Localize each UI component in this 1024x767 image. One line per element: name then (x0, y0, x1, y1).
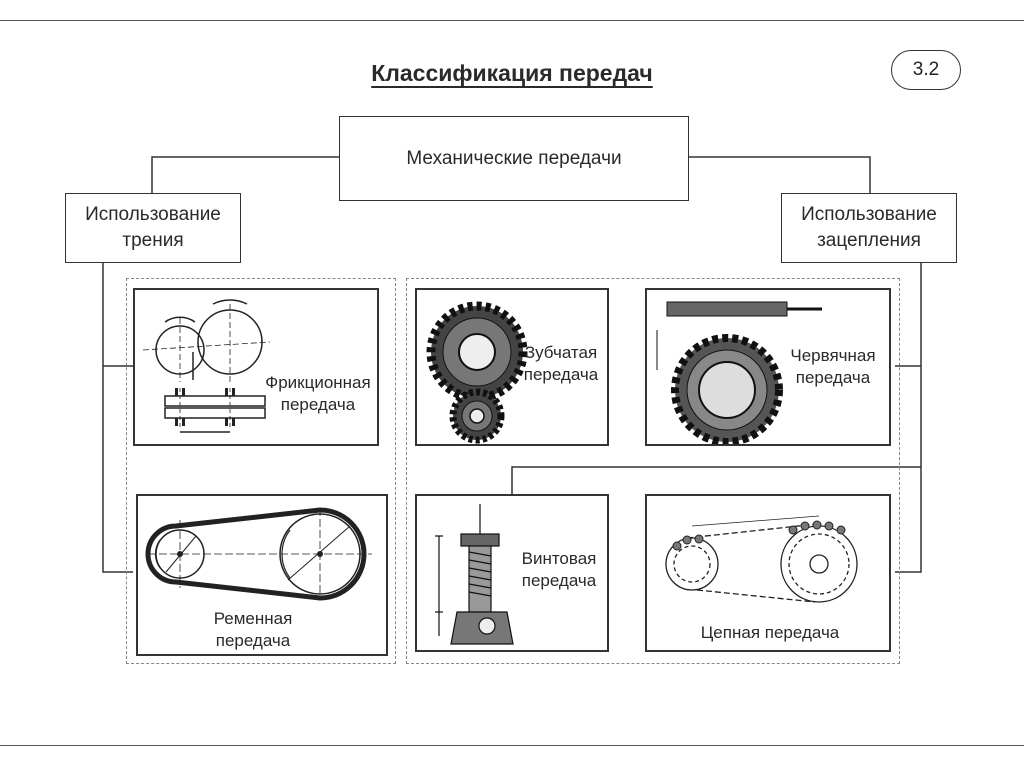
panel-gear-drive: Зубчатая передача (415, 288, 609, 446)
panel-belt-drive: Ременная передача (136, 494, 388, 656)
chain-drive-illustration (665, 515, 858, 603)
branch-box-engagement: Использование зацепления (781, 193, 957, 263)
branch-friction-line1: Использование (85, 204, 221, 226)
root-label: Механические передачи (406, 147, 622, 169)
branch-engagement-line1: Использование (801, 204, 937, 226)
belt-drive-label: Ременная передача (213, 609, 293, 651)
root-box-mechanical-transmissions: Механические передачи (339, 116, 689, 201)
worm-drive-illustration (656, 301, 822, 444)
engagement-group-frame (406, 278, 900, 664)
branch-box-friction: Использование трения (65, 193, 241, 263)
worm-drive-label: Червячная передача (790, 346, 876, 388)
branch-friction-line2: трения (122, 230, 184, 251)
gear-drive-illustration (426, 301, 528, 444)
bottom-rule (0, 745, 1024, 746)
gear-drive-label: Зубчатая передача (523, 343, 599, 385)
panel-chain-drive: Цепная передача (645, 494, 891, 652)
friction-drive-label: Фрикционная передача (265, 373, 371, 415)
page-title: Классификация передач (371, 60, 653, 86)
branch-engagement-line2: зацепления (817, 230, 921, 251)
panel-friction-drive: Фрикционная передача (133, 288, 379, 446)
screw-drive-illustration (435, 504, 514, 645)
screw-drive-label: Винтовая передача (521, 549, 597, 591)
belt-drive-illustration (145, 507, 372, 601)
panel-screw-drive: Винтовая передача (415, 494, 609, 652)
friction-group-frame (126, 278, 396, 664)
slide-number-badge: 3.2 (891, 50, 961, 90)
chain-drive-label: Цепная передача (700, 623, 840, 642)
panel-worm-drive: Червячная передача (645, 288, 891, 446)
top-rule (0, 20, 1024, 21)
friction-drive-illustration (142, 299, 271, 433)
